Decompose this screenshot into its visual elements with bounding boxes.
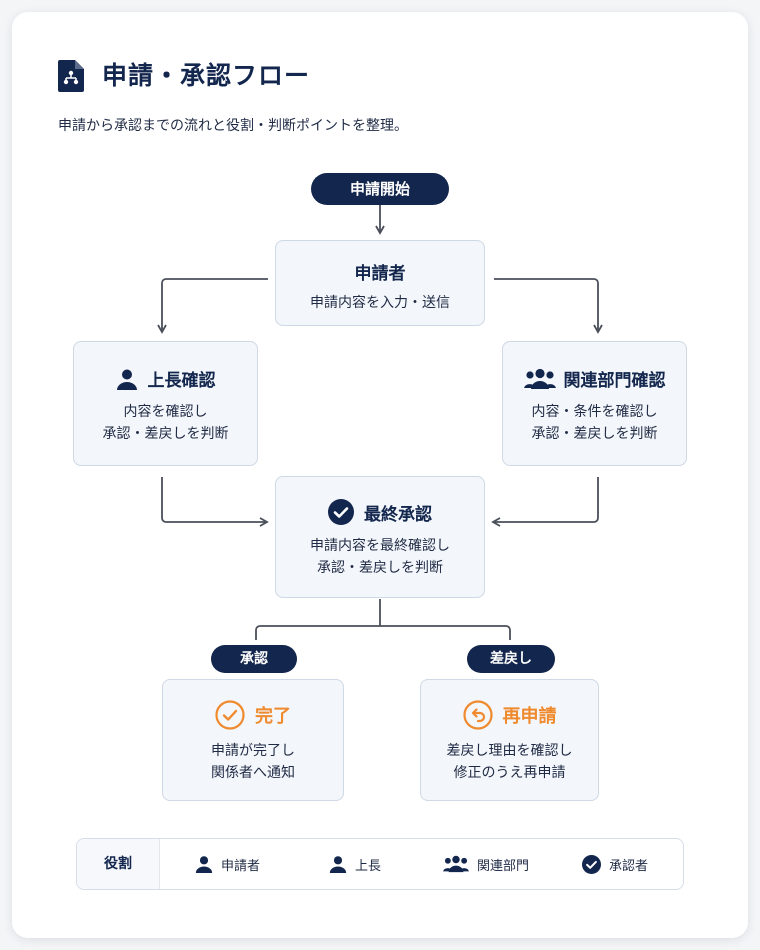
final-approval-desc-2: 承認・差戻しを判断: [317, 560, 443, 576]
related-dept-box: 関連部門確認 内容・条件を確認し 承認・差戻しを判断: [502, 341, 687, 466]
check-circle-outline-icon: [215, 700, 245, 730]
roles-legend: 役割 申請者 上長 関連部門 承認者: [76, 838, 684, 890]
group-icon: [523, 368, 556, 389]
legend-label: 役割: [77, 839, 160, 889]
legend-item-label: 承認者: [609, 858, 649, 874]
final-approval-box: 最終承認 申請内容を最終確認し 承認・差戻しを判断: [275, 476, 485, 598]
complete-box: 完了 申請が完了し 関係者へ通知: [162, 679, 344, 801]
complete-title: 完了: [255, 706, 291, 727]
applicant-desc: 申請内容を入力・送信: [310, 295, 450, 311]
legend-item-applicant: 申請者: [195, 839, 260, 889]
legend-item-approver: 承認者: [582, 839, 648, 889]
main-card: [12, 12, 748, 938]
page-subtitle: 申請から承認までの流れと役割・判断ポイントを整理。: [58, 118, 408, 134]
final-approval-desc-1: 申請内容を最終確認し: [310, 538, 450, 554]
legend-item-label: 申請者: [221, 858, 261, 874]
related-dept-desc-2: 承認・差戻しを判断: [531, 426, 658, 442]
related-dept-title: 関連部門確認: [563, 371, 666, 391]
related-dept-desc-1: 内容・条件を確認し: [531, 404, 658, 420]
supervisor-title: 上長確認: [147, 371, 216, 391]
person-icon: [329, 856, 347, 873]
legend-item-label: 上長: [355, 858, 382, 874]
person-icon: [195, 856, 213, 873]
reject-pill: 差戻し: [467, 645, 555, 673]
applicant-box: 申請者 申請内容を入力・送信: [275, 240, 485, 326]
final-approval-title: 最終承認: [364, 504, 432, 525]
resubmit-box: 再申請 差戻し理由を確認し 修正のうえ再申請: [420, 679, 599, 801]
group-icon: [443, 855, 469, 873]
supervisor-box: 上長確認 内容を確認し 承認・差戻しを判断: [73, 341, 258, 466]
supervisor-desc-2: 承認・差戻しを判断: [102, 426, 229, 442]
applicant-title: 申請者: [354, 264, 406, 284]
complete-desc-1: 申請が完了し: [211, 743, 295, 759]
legend-item-supervisor: 上長: [329, 839, 381, 889]
resubmit-desc-2: 修正のうえ再申請: [453, 765, 566, 781]
document-flow-icon: [58, 60, 84, 92]
legend-item-label: 関連部門: [477, 858, 530, 874]
legend-item-related-dept: 関連部門: [443, 839, 529, 889]
resubmit-title: 再申請: [502, 706, 557, 727]
check-circle-icon: [582, 854, 601, 874]
person-icon: [116, 369, 137, 390]
check-circle-icon: [328, 499, 354, 525]
start-pill: 申請開始: [311, 173, 449, 205]
approve-pill: 承認: [211, 645, 297, 673]
resubmit-desc-1: 差戻し理由を確認し: [446, 743, 573, 759]
supervisor-desc-1: 内容を確認し: [123, 404, 208, 420]
return-arrow-icon: [462, 700, 493, 730]
complete-desc-2: 関係者へ通知: [211, 765, 295, 781]
page-title: 申請・承認フロー: [102, 61, 311, 90]
